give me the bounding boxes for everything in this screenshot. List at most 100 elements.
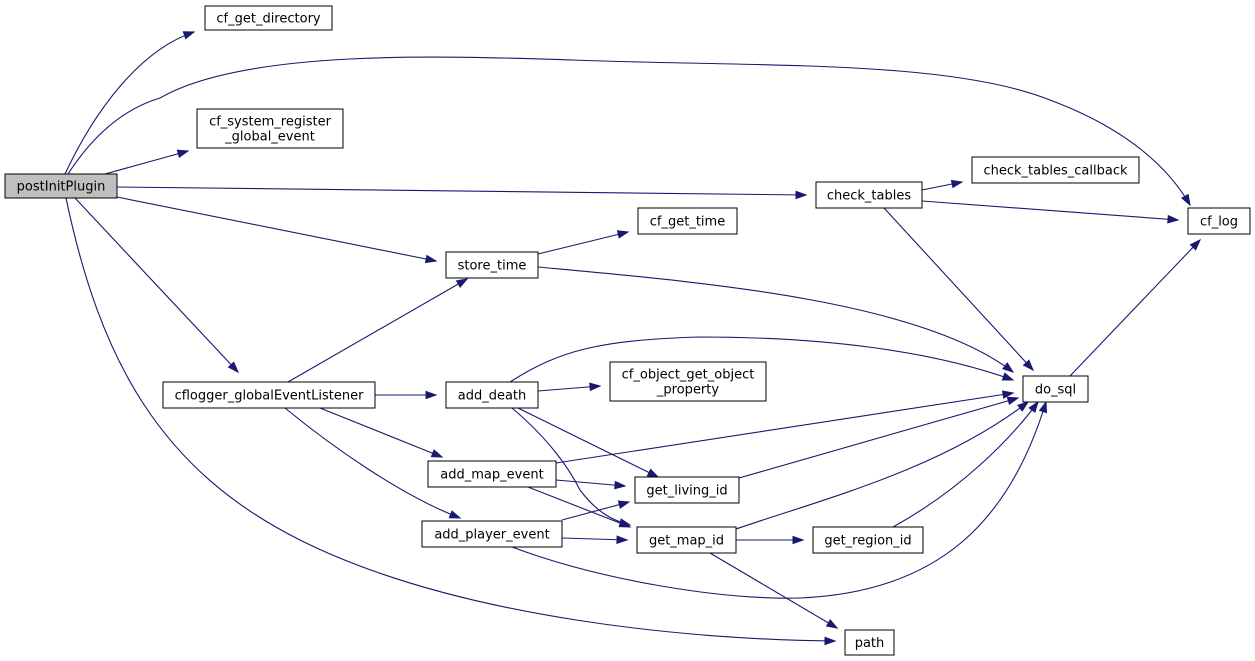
edge-postinitplugin-to-path (65, 197, 837, 646)
arrowhead (1006, 396, 1020, 406)
node-path[interactable]: path (844, 629, 895, 656)
node-label: get_map_id (649, 534, 724, 549)
edge-add-map-event-to-get-living-id (555, 479, 627, 490)
node-box (196, 108, 344, 149)
node-label: cf_object_get_object (622, 368, 755, 383)
node-label: cflogger_globalEventListener (175, 389, 364, 404)
arrowhead (1038, 400, 1048, 414)
node-label: cf_get_directory (216, 12, 321, 27)
arrowhead (1028, 400, 1039, 414)
node-box (844, 629, 895, 656)
arrowhead (1167, 214, 1180, 224)
edge-add-player-event-to-get-living-id (561, 500, 631, 521)
node-box (421, 520, 563, 548)
edge-postinitplugin-to-cf-log (67, 56, 1191, 207)
arrowhead (448, 510, 462, 519)
node-label: add_map_event (440, 468, 543, 483)
node-cf-system-register-global-event[interactable]: cf_system_register_global_event (196, 108, 344, 149)
call-edges (64, 31, 1202, 646)
arrowhead (182, 31, 196, 40)
node-box (637, 207, 738, 235)
arrowhead (1017, 401, 1030, 412)
edge-cflogger-globaleventlistener-to-add-map-event (319, 407, 444, 458)
edge-add-map-event-to-do-sql (555, 390, 1015, 464)
node-check-tables[interactable]: check_tables (815, 181, 923, 209)
node-box (609, 361, 767, 402)
node-label: cf_get_time (650, 215, 725, 230)
edge-get-living-id-to-do-sql (738, 396, 1020, 479)
node-get-region-id[interactable]: get_region_id (812, 526, 924, 554)
edge-store-time-to-cf-get-time (537, 230, 630, 255)
node-check-tables-callback[interactable]: check_tables_callback (971, 156, 1140, 184)
edge-add-death-to-cf-object-get-object-property (537, 382, 602, 392)
node-box (812, 526, 924, 554)
edge-add-map-event-to-get-map-id (527, 486, 632, 528)
edge-check-tables-to-do-sql (883, 207, 1034, 372)
node-box (445, 251, 539, 279)
node-cflogger-globaleventlistener[interactable]: cflogger_globalEventListener (162, 381, 376, 409)
edge-get-map-id-to-path (709, 552, 839, 629)
node-store-time[interactable]: store_time (445, 251, 539, 279)
node-label: check_tables_callback (984, 164, 1128, 179)
edge-do-sql-to-cf-log (1069, 238, 1202, 377)
node-label: _global_event (224, 130, 315, 145)
call-nodes: postInitPlugin cf_get_directory cf_system_… (4, 5, 1251, 656)
node-cf-get-time[interactable]: cf_get_time (637, 207, 738, 235)
arrowhead (614, 480, 627, 490)
node-box (204, 5, 333, 31)
arrowhead (1181, 193, 1191, 207)
arrowhead (1189, 238, 1202, 251)
node-box (1022, 375, 1089, 403)
edge-check-tables-to-cf-log (921, 200, 1180, 224)
edge-cflogger-globaleventlistener-to-add-player-event (284, 407, 462, 519)
node-label: _property (656, 383, 719, 398)
node-box (4, 173, 118, 199)
node-box (634, 476, 740, 504)
arrowhead (616, 230, 630, 239)
node-add-map-event[interactable]: add_map_event (427, 460, 557, 488)
node-get-living-id[interactable]: get_living_id (634, 476, 740, 504)
edge-add-player-event-to-get-map-id (561, 535, 629, 544)
arrowhead (589, 382, 602, 392)
node-do-sql[interactable]: do_sql (1022, 375, 1089, 403)
node-label: postInitPlugin (17, 180, 106, 195)
arrowhead (824, 636, 837, 646)
arrowhead (950, 179, 964, 189)
edge-cflogger-globaleventlistener-to-store-time (287, 278, 469, 383)
node-box (445, 381, 539, 409)
node-postinitplugin[interactable]: postInitPlugin (4, 173, 118, 199)
node-cf-log[interactable]: cf_log (1187, 207, 1251, 235)
node-label: get_living_id (646, 484, 727, 499)
arrowhead (1002, 362, 1015, 373)
node-box (636, 526, 737, 554)
arrowhead (227, 361, 240, 374)
edge-get-map-id-to-get-region-id (736, 535, 805, 545)
node-cf-get-directory[interactable]: cf_get_directory (204, 5, 333, 31)
edge-get-region-id-to-do-sql (892, 400, 1039, 528)
edge-add-death-to-get-living-id (517, 407, 660, 478)
arrowhead (795, 190, 808, 200)
edge-postinitplugin-to-check-tables (116, 186, 808, 200)
node-cf-object-get-object-property[interactable]: cf_object_get_object_property (609, 361, 767, 402)
edge-check-tables-to-check-tables-callback (921, 179, 964, 191)
node-label: path (855, 636, 885, 651)
node-box (162, 381, 376, 409)
arrowhead (176, 149, 190, 158)
node-label: get_region_id (824, 534, 911, 549)
edge-get-map-id-to-do-sql (735, 401, 1030, 530)
arrowhead (424, 254, 438, 264)
node-add-death[interactable]: add_death (445, 381, 539, 409)
arrowhead (618, 519, 632, 528)
edge-postinitplugin-to-cf-get-directory (64, 31, 196, 175)
node-add-player-event[interactable]: add_player_event (421, 520, 563, 548)
node-get-map-id[interactable]: get_map_id (636, 526, 737, 554)
arrowhead (425, 390, 438, 400)
arrowhead (1001, 390, 1015, 399)
node-box (971, 156, 1140, 184)
arrowhead (617, 500, 631, 509)
edge-add-death-to-do-sql (509, 336, 1015, 383)
arrowhead (825, 618, 839, 629)
arrowhead (646, 468, 660, 478)
node-label: store_time (458, 259, 527, 274)
